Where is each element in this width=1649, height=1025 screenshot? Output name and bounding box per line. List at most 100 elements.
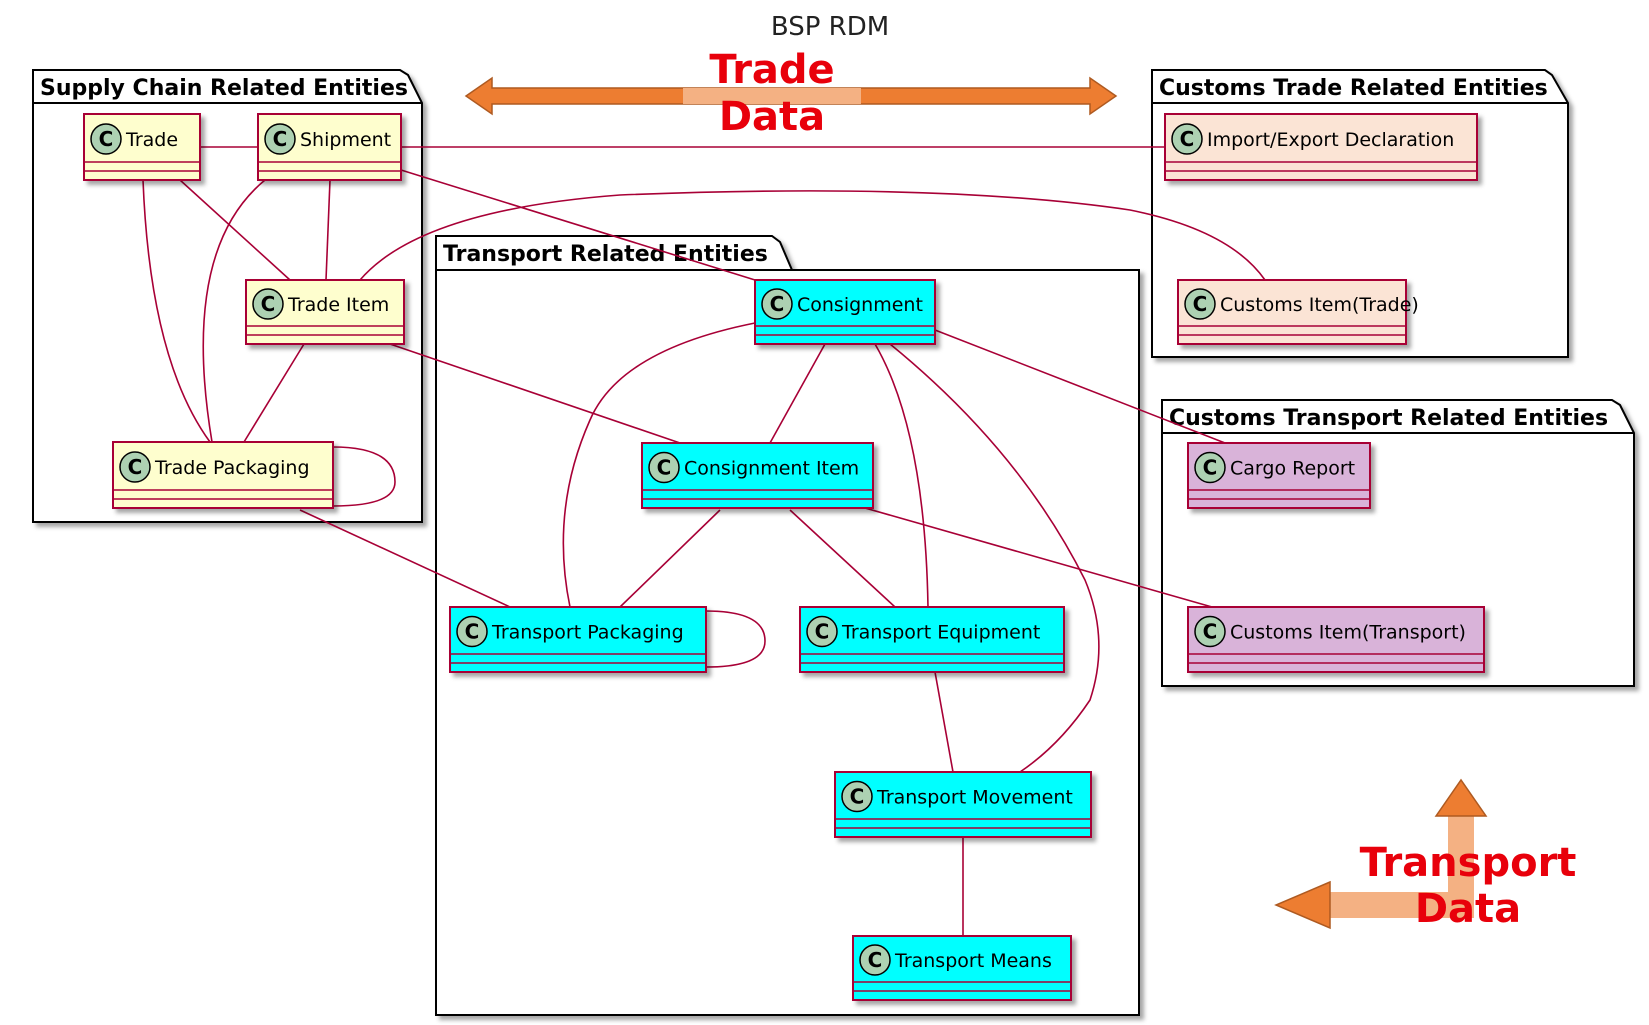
class-icon-letter: C — [128, 455, 143, 479]
class-box — [1177, 279, 1407, 345]
transport-data-label-line1: Transport — [1360, 840, 1577, 886]
class-box — [1164, 113, 1478, 181]
class-icon — [252, 288, 284, 320]
class-transport-movement[interactable]: C Transport Movement — [834, 771, 1092, 838]
class-import-export-declaration[interactable]: C Import/Export Declaration — [1164, 113, 1478, 181]
class-icon-letter: C — [815, 620, 830, 644]
diagram-title: BSP RDM — [771, 12, 889, 42]
trade-data-label-line2: Data — [719, 94, 825, 140]
class-icon-letter: C — [1203, 620, 1218, 644]
edge-tradeitem-consignmentitem — [389, 343, 681, 444]
class-icon — [859, 944, 891, 976]
class-consignment-item[interactable]: C Consignment Item — [641, 442, 874, 509]
edge-trade-tradeitem — [179, 179, 291, 281]
class-icon-letter: C — [465, 620, 480, 644]
edge-consignment-cargoreport — [934, 329, 1226, 444]
class-name: Consignment Item — [684, 458, 859, 480]
edge-tradepackaging-self — [332, 446, 396, 507]
edge-tradeitem-customsitemtrade — [359, 190, 1266, 281]
class-box — [641, 442, 874, 509]
transport-data-label-line2: Data — [1415, 886, 1521, 932]
class-icon-letter: C — [273, 127, 288, 151]
class-trade-packaging[interactable]: C Trade Packaging — [112, 441, 334, 509]
class-icon — [1194, 451, 1226, 484]
edge-tradepackaging-transportpackaging — [299, 509, 511, 608]
class-name: Transport Movement — [876, 787, 1073, 809]
edge-consignment-transportpackaging — [562, 322, 756, 608]
class-name: Customs Item(Trade) — [1220, 294, 1419, 316]
class-icon-letter: C — [99, 127, 114, 151]
edge-tradeitem-tradepackaging — [243, 343, 305, 443]
class-customs-item-trade[interactable]: C Customs Item(Trade) — [1177, 279, 1419, 345]
class-icon — [456, 615, 488, 648]
transport-data-arrow — [1274, 778, 1488, 930]
class-icon-letter: C — [1203, 456, 1218, 480]
edge-consignmentitem-transportequipment — [789, 509, 896, 608]
package-supply-chain — [32, 69, 423, 523]
class-box — [1187, 606, 1485, 673]
class-icon — [264, 123, 296, 155]
edge-transportpackaging-self — [705, 610, 766, 668]
edge-shipment-tradepackaging — [202, 179, 266, 443]
edge-shipment-tradeitem — [325, 179, 331, 281]
class-icon — [1171, 123, 1203, 155]
class-icon-letter: C — [1180, 127, 1195, 151]
class-trade-item[interactable]: C Trade Item — [245, 279, 405, 345]
class-box — [834, 771, 1092, 838]
class-icon — [806, 615, 838, 648]
class-customs-item-transport[interactable]: C Customs Item(Transport) — [1187, 606, 1485, 673]
class-name: Transport Means — [894, 950, 1052, 972]
class-cargo-report[interactable]: C Cargo Report — [1187, 442, 1371, 509]
class-name: Consignment — [797, 294, 923, 316]
class-transport-means[interactable]: C Transport Means — [852, 935, 1072, 1001]
class-icon — [119, 451, 151, 483]
edge-consignmentitem-transportpackaging — [619, 509, 721, 608]
association-edges — [142, 146, 1266, 936]
class-name: Transport Packaging — [491, 622, 684, 644]
class-transport-equipment[interactable]: C Transport Equipment — [799, 606, 1065, 673]
class-icon — [90, 123, 122, 155]
class-consignment[interactable]: C Consignment — [754, 279, 936, 345]
class-box — [112, 441, 334, 509]
edge-shipment-consignment — [400, 169, 756, 281]
class-icon — [761, 288, 793, 320]
class-box — [449, 606, 707, 673]
package-label-supply-chain: Supply Chain Related Entities — [40, 76, 408, 101]
class-name: Trade — [125, 129, 178, 151]
class-name: Cargo Report — [1230, 458, 1355, 480]
class-name: Shipment — [300, 129, 391, 151]
edge-consignment-transportequipment — [874, 343, 929, 608]
class-name: Trade Packaging — [154, 457, 310, 479]
edge-consignmentitem-customsitemtransport — [864, 507, 1213, 608]
class-shipment[interactable]: C Shipment — [257, 113, 402, 181]
class-icon — [1184, 288, 1216, 320]
package-label-customs-trade: Customs Trade Related Entities — [1159, 76, 1548, 101]
class-icon — [841, 780, 873, 813]
class-icon-letter: C — [770, 292, 785, 316]
package-label-transport: Transport Related Entities — [443, 242, 768, 267]
class-icon-letter: C — [261, 292, 276, 316]
package-label-customs-transport: Customs Transport Related Entities — [1169, 406, 1608, 431]
edge-transportequipment-transportmovement — [934, 671, 954, 773]
class-icon-letter: C — [850, 785, 865, 809]
edge-consignment-consignmentitem — [769, 343, 826, 444]
class-name: Customs Item(Transport) — [1230, 622, 1466, 644]
class-icon — [648, 451, 680, 484]
class-icon-letter: C — [868, 948, 883, 972]
class-trade[interactable]: C Trade — [83, 113, 201, 181]
edge-trade-tradepackaging — [142, 179, 211, 443]
class-box — [852, 935, 1072, 1001]
class-transport-packaging[interactable]: C Transport Packaging — [449, 606, 707, 673]
trade-data-label-line1: Trade — [709, 47, 834, 93]
class-name: Import/Export Declaration — [1207, 129, 1454, 151]
edge-consignment-transportmovement — [889, 343, 1100, 773]
class-icon — [1194, 615, 1226, 648]
class-icon-letter: C — [657, 456, 672, 480]
trade-data-arrow — [464, 76, 1118, 116]
class-icon-letter: C — [1193, 292, 1208, 316]
class-name: Transport Equipment — [841, 622, 1040, 644]
class-box — [799, 606, 1065, 673]
class-name: Trade Item — [287, 294, 389, 316]
